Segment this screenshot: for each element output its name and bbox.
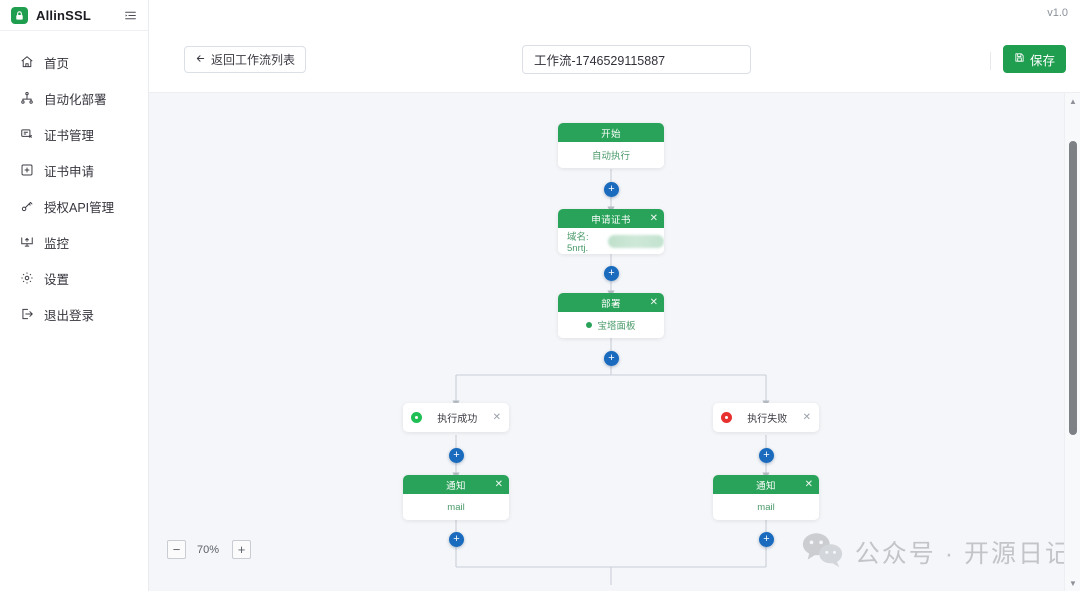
workflow-canvas[interactable]: 开始 自动执行 申请证书 ✕ 域名: 5nrtj. — [149, 93, 1080, 591]
flow-node-deploy[interactable]: 部署 ✕ 宝塔面板 — [558, 293, 664, 338]
close-x-icon[interactable]: ✕ — [649, 296, 658, 308]
lock-icon — [11, 6, 28, 24]
key-icon — [19, 199, 34, 214]
flow-branch-fail[interactable]: 执行失败 ✕ — [713, 403, 819, 432]
brand-name: AllinSSL — [36, 7, 92, 23]
sidebar-item-home[interactable]: 首页 — [0, 44, 148, 80]
home-icon — [19, 55, 34, 70]
flow-graph: 开始 自动执行 申请证书 ✕ 域名: 5nrtj. — [149, 93, 1080, 591]
flow-node-body: mail — [403, 494, 509, 520]
flow-node-apply-certificate[interactable]: 申请证书 ✕ 域名: 5nrtj. — [558, 209, 664, 254]
zoom-out-button[interactable]: − — [167, 540, 186, 559]
flow-node-start[interactable]: 开始 自动执行 — [558, 123, 664, 168]
flow-node-title: 部署 — [601, 298, 621, 310]
brand-header: AllinSSL — [0, 0, 148, 31]
flow-node-body-text: 自动执行 — [591, 151, 630, 162]
sidebar-nav: 首页 自动化部署 证书管理 证书申请 — [0, 31, 148, 332]
flow-node-notify-fail[interactable]: 通知 ✕ mail — [713, 475, 819, 520]
flow-node-header: 通知 ✕ — [403, 475, 509, 494]
arrow-left-icon — [195, 53, 206, 67]
plus-square-icon — [19, 163, 34, 178]
sitemap-icon — [19, 91, 34, 106]
main-area: v1.0 返回工作流列表 保存 — [149, 0, 1080, 591]
flow-node-body: 域名: 5nrtj. — [558, 228, 664, 254]
sidebar-item-monitor[interactable]: 监控 — [0, 224, 148, 260]
version-label: v1.0 — [1047, 7, 1068, 19]
flow-node-header: 通知 ✕ — [713, 475, 819, 494]
zoom-level-label: 70% — [197, 543, 220, 556]
close-x-icon[interactable]: ✕ — [649, 212, 658, 224]
workflow-name-input[interactable] — [522, 45, 751, 74]
zoom-controls: − 70% + — [167, 540, 251, 559]
sidebar-item-api-manage[interactable]: 授权API管理 — [0, 188, 148, 224]
flow-node-body: mail — [713, 494, 819, 520]
flow-node-title: 开始 — [601, 128, 621, 140]
add-node-button-after-start[interactable]: + — [604, 182, 619, 197]
gear-icon — [19, 271, 34, 286]
flow-node-body: 自动执行 — [558, 142, 664, 168]
sidebar-item-label: 监控 — [44, 236, 70, 251]
certificate-manage-icon — [19, 127, 34, 142]
sidebar: AllinSSL 首页 自动化部署 — [0, 0, 149, 591]
close-x-icon[interactable]: ✕ — [804, 478, 813, 490]
add-node-button-after-apply[interactable]: + — [604, 266, 619, 281]
monitor-icon — [19, 235, 34, 250]
sidebar-item-cert-manage[interactable]: 证书管理 — [0, 116, 148, 152]
sidebar-item-label: 退出登录 — [44, 308, 95, 323]
bt-panel-icon — [586, 322, 593, 328]
back-button-label: 返回工作流列表 — [211, 53, 296, 67]
save-button[interactable]: 保存 — [1002, 45, 1066, 73]
add-node-button-after-notify-fail[interactable]: + — [759, 532, 774, 547]
close-x-icon[interactable]: ✕ — [802, 411, 811, 423]
sidebar-item-label: 证书申请 — [44, 164, 95, 179]
close-x-icon[interactable]: ✕ — [492, 411, 501, 423]
flow-node-title: 通知 — [756, 480, 776, 492]
menu-collapse-icon[interactable] — [124, 9, 137, 22]
add-node-button-after-deploy[interactable]: + — [604, 351, 619, 366]
sidebar-item-label: 证书管理 — [44, 128, 95, 143]
flow-branch-success[interactable]: 执行成功 ✕ — [403, 403, 509, 432]
add-node-button-after-branch-success[interactable]: + — [449, 448, 464, 463]
flow-node-body: 宝塔面板 — [558, 312, 664, 338]
sidebar-item-settings[interactable]: 设置 — [0, 260, 148, 296]
canvas-scrollbar[interactable]: ▲ ▼ — [1064, 93, 1080, 591]
sidebar-item-label: 自动化部署 — [44, 92, 107, 107]
sidebar-item-cert-apply[interactable]: 证书申请 — [0, 152, 148, 188]
add-node-button-after-notify-success[interactable]: + — [449, 532, 464, 547]
flow-node-body-text: mail — [757, 501, 775, 513]
flow-node-body-text: mail — [447, 501, 465, 513]
flow-branch-label: 执行失败 — [747, 414, 788, 425]
flow-node-title: 通知 — [446, 480, 466, 492]
sidebar-item-label: 设置 — [44, 272, 70, 287]
toolbar-divider — [990, 52, 991, 70]
flow-node-header: 申请证书 ✕ — [558, 209, 664, 228]
fail-status-icon — [721, 412, 732, 423]
workflow-toolbar: 返回工作流列表 保存 — [149, 31, 1080, 93]
scrollbar-thumb[interactable] — [1069, 141, 1077, 435]
close-x-icon[interactable]: ✕ — [494, 478, 503, 490]
logout-icon — [19, 307, 34, 322]
sidebar-item-logout[interactable]: 退出登录 — [0, 296, 148, 332]
sidebar-item-label: 授权API管理 — [44, 200, 115, 215]
back-to-workflow-list-button[interactable]: 返回工作流列表 — [184, 46, 307, 73]
save-button-label: 保存 — [1029, 53, 1055, 68]
flow-branch-label: 执行成功 — [437, 414, 478, 425]
caret-down-icon[interactable]: ▼ — [1069, 578, 1077, 588]
zoom-in-button[interactable]: + — [232, 540, 251, 559]
flow-node-notify-success[interactable]: 通知 ✕ mail — [403, 475, 509, 520]
sidebar-item-auto-deploy[interactable]: 自动化部署 — [0, 80, 148, 116]
save-disk-icon — [1014, 52, 1025, 66]
flow-node-header: 部署 ✕ — [558, 293, 664, 312]
redacted-domain-overlay — [607, 234, 664, 248]
sidebar-item-label: 首页 — [44, 56, 70, 71]
caret-up-icon[interactable]: ▲ — [1069, 96, 1077, 106]
success-status-icon — [411, 412, 422, 423]
flow-node-title: 申请证书 — [591, 214, 631, 226]
flow-node-body-text: 宝塔面板 — [597, 321, 636, 332]
add-node-button-after-branch-fail[interactable]: + — [759, 448, 774, 463]
flow-node-header: 开始 — [558, 123, 664, 142]
flow-node-body-text: 域名: 5nrtj. — [567, 231, 589, 254]
